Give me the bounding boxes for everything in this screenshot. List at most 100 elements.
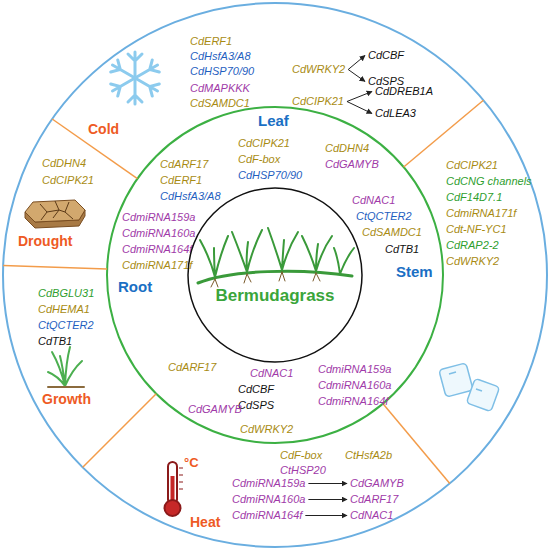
regulation-arrow [305, 515, 347, 516]
circle-outline [187, 187, 363, 363]
gene-node: CdARF17 [350, 494, 398, 505]
grass-blades [48, 347, 82, 386]
stress-label: Heat [190, 515, 220, 529]
gene-label: CdmiRNA159a [122, 212, 195, 223]
growth-icon [48, 347, 84, 387]
gene-node: CdGAMYB [350, 478, 404, 489]
snowflake-icon [109, 52, 161, 104]
stress-label: Drought [18, 234, 72, 248]
gene-label: CdNAC1 [352, 195, 395, 206]
gene-label: CdTB1 [385, 244, 419, 255]
gene-label: CdF-box [280, 450, 322, 461]
stress-label: Cold [88, 122, 119, 136]
drought-icon [25, 200, 85, 228]
gene-name: CdmiRNA159a [232, 478, 305, 489]
gene-label: CdF-box [238, 154, 280, 165]
gene-label: CdERF1 [190, 36, 232, 47]
regulation-arrow [347, 102, 372, 114]
thermometer-bulb [165, 500, 181, 516]
gene-node: CdNAC1 [350, 510, 393, 521]
plant-name: Bermudagrass [187, 287, 363, 304]
soil-cracks [40, 201, 73, 220]
stolon [198, 271, 352, 283]
ground-line [48, 386, 84, 388]
gene-label: CdGAMYB [188, 404, 242, 415]
gene-name: CdmiRNA160a [232, 494, 305, 505]
gene-label: CdSAMDC1 [362, 227, 422, 238]
sector-divider [83, 394, 157, 468]
sector-divider [3, 266, 107, 270]
gene-label: CdWRKY2 [446, 256, 499, 267]
regulation-arrow [347, 92, 372, 102]
gene-label: CdBGLU31 [38, 288, 94, 299]
gene-label: CdmiRNA171f [446, 208, 516, 219]
gene-name: CdDREB1A [375, 86, 433, 97]
snowflake-arm [109, 59, 161, 97]
gene-name: CdWRKY2 [292, 64, 345, 75]
sector-dividers [3, 100, 483, 483]
gene-node: CdmiRNA160a [232, 494, 305, 505]
gene-label: CdCIPK21 [238, 138, 290, 149]
gene-label: CdWRKY2 [240, 424, 293, 435]
regulation-arrow [348, 56, 365, 70]
gene-name: CdmiRNA164f [232, 510, 302, 521]
gene-label: CdSPS [238, 400, 274, 411]
gene-label: CdHEMA1 [38, 304, 90, 315]
gene-name: CdARF17 [350, 494, 398, 505]
gene-label: CdARF17 [168, 362, 216, 373]
ice-icon [439, 363, 500, 412]
sector-divider [383, 404, 450, 484]
ice-highlight [449, 372, 482, 391]
gene-label: CtHsfA2b [345, 450, 392, 461]
leaf-blades [334, 248, 354, 274]
tissue-label: Leaf [258, 113, 289, 128]
gene-label: CdDHN4 [42, 158, 86, 169]
ice-cube [466, 378, 499, 411]
gene-label: CdmiRNA160a [122, 228, 195, 239]
regulation-arrow [308, 483, 347, 484]
grass-illustration [198, 228, 354, 287]
circle-border [188, 188, 362, 362]
soil-top [25, 200, 85, 222]
gene-label: CdmiRNA164f [318, 396, 388, 407]
snowflake-arm [109, 59, 161, 97]
roots [211, 272, 320, 287]
thermometer-ticks [179, 468, 183, 489]
leaf-blades [302, 236, 332, 271]
tissue-label: Stem [396, 264, 433, 279]
gene-label: CdRAP2-2 [446, 240, 499, 251]
gene-label: CdHsfA3/A8 [160, 191, 221, 202]
gene-label: CdmiRNA159a [318, 364, 391, 375]
gene-name: CdNAC1 [350, 510, 393, 521]
gene-label: CdmiRNA171f [122, 260, 192, 271]
leaf-blades [232, 230, 262, 272]
gene-label: CdNAC1 [250, 368, 293, 379]
gene-label: CdF14D7.1 [446, 192, 502, 203]
gene-label: CdCBF [238, 384, 274, 395]
regulation-arrow [348, 70, 365, 82]
gene-label: CdARF17 [160, 159, 208, 170]
gene-label: CdERF1 [160, 175, 202, 186]
gene-label: CdGAMYB [325, 159, 379, 170]
leaf-blades [268, 228, 298, 270]
sector-divider [52, 119, 137, 179]
gene-node: CdCBF [368, 50, 404, 61]
thermometer-icon [165, 462, 184, 516]
gene-label: CdTB1 [38, 336, 72, 347]
gene-label: CtQCTER2 [356, 211, 412, 222]
gene-node: CdmiRNA164f [232, 510, 302, 521]
gene-label: CdHsfA3/A8 [190, 51, 251, 62]
ice-cube [439, 363, 473, 397]
gene-label: CtQCTER2 [38, 320, 94, 331]
gene-node: CdDREB1A [375, 86, 433, 97]
gene-label: CdSAMDC1 [190, 98, 250, 109]
gene-label: CtHSP20 [280, 465, 326, 476]
gene-name: CdGAMYB [350, 478, 404, 489]
gene-label: CdHSP70/90 [238, 170, 302, 181]
tissue-ring [107, 107, 443, 443]
gene-label: CdCIPK21 [42, 175, 94, 186]
unit-label: °C [184, 456, 199, 469]
gene-label: Cdt-NF-YC1 [446, 224, 507, 235]
